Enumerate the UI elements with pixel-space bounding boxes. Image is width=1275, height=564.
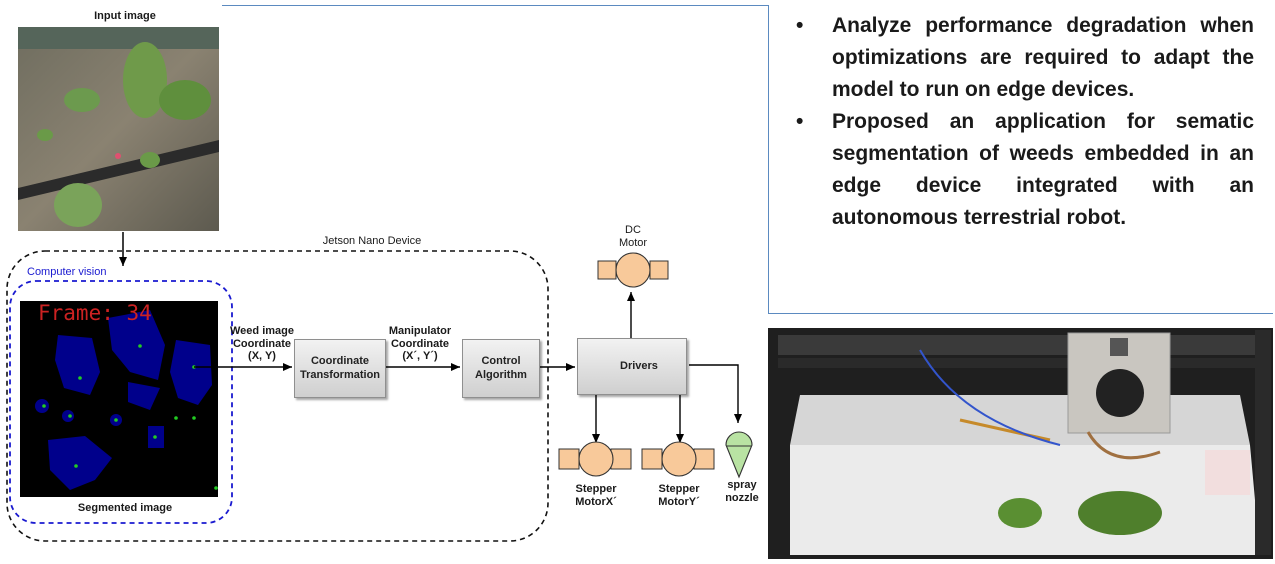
- stepper-motor-x-label: Stepper MotorX´: [575, 483, 617, 508]
- spray-nozzle-symbol: [725, 431, 753, 479]
- computer-vision-region: [9, 280, 233, 524]
- bullet-item: Proposed an application for sematic segm…: [792, 106, 1254, 234]
- control-algorithm-box: Control Algorithm: [462, 339, 540, 398]
- frame-counter: Frame: 34: [38, 301, 152, 325]
- text-panel-left-border: [768, 5, 769, 314]
- stepper-motor-y-label: Stepper MotorY´: [658, 483, 700, 508]
- manipulator-coordinate-label: Manipulator Coordinate (X´, Y´): [388, 325, 452, 363]
- stepper-motor-y-symbol: [641, 441, 715, 477]
- weed-coordinate-label: Weed image Coordinate (X, Y): [230, 325, 294, 363]
- drivers-label: Drivers: [620, 359, 658, 372]
- segmented-image: [20, 301, 218, 497]
- dc-motor-symbol: [597, 252, 669, 288]
- dc-motor-label: DC Motor: [618, 224, 648, 249]
- input-image-label: Input image: [94, 10, 156, 22]
- computer-vision-label: Computer vision: [27, 266, 107, 278]
- segmented-image-label: Segmented image: [77, 502, 173, 514]
- stepper-motor-x-symbol: [558, 441, 632, 477]
- text-panel-bottom-border: [768, 313, 1273, 314]
- robot-photo: [768, 328, 1273, 559]
- text-panel-top-border: [222, 5, 768, 6]
- bullet-item: Analyze performance degradation when opt…: [792, 10, 1254, 106]
- jetson-region: [6, 250, 549, 542]
- bullet-list: Analyze performance degradation when opt…: [792, 10, 1254, 234]
- spray-nozzle-label: spray nozzle: [725, 479, 759, 504]
- jetson-label: Jetson Nano Device: [322, 235, 422, 247]
- input-photo: [18, 27, 219, 231]
- coordinate-transformation-box: Coordinate Transformation: [294, 339, 386, 398]
- drivers-box: Drivers: [577, 338, 687, 395]
